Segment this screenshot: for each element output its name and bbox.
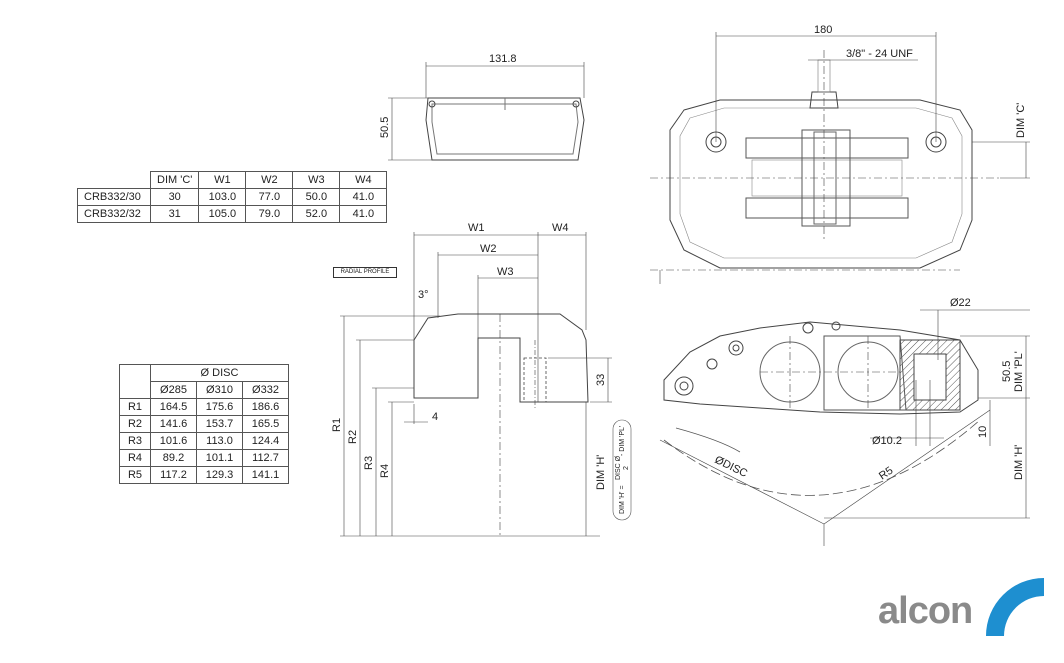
dim-c-label: DIM 'C' [1015, 103, 1027, 138]
angle-label: 3° [418, 289, 429, 301]
table-cell: 129.3 [196, 466, 243, 484]
table-row: R5 117.2 129.3 141.1 [119, 466, 289, 484]
table-cell: 105.0 [198, 205, 247, 223]
table-cell: 175.6 [196, 398, 243, 416]
dimensions-table: DIM 'C' W1 W2 W3 W4 CRB332/30 30 103.0 7… [77, 171, 388, 223]
table-cell: 101.1 [196, 449, 243, 467]
table-row: R3 101.6 113.0 124.4 [119, 432, 289, 450]
table-cell: 89.2 [150, 449, 197, 467]
table-header-cell: DIM 'C' [149, 171, 200, 189]
table-cell: 50.0 [292, 188, 341, 206]
table-header-row: Ø DISC [119, 364, 289, 399]
table-cell: 124.4 [242, 432, 289, 450]
brake-pad-view [388, 62, 585, 161]
caliper-top-view [650, 32, 1030, 284]
table-cell: CRB332/30 [77, 188, 151, 206]
side-dim-h-label: DIM 'H' [1013, 445, 1025, 480]
w2-label: W2 [480, 243, 497, 255]
r2-label: R2 [347, 430, 359, 444]
pad-width-label: 131.8 [489, 53, 517, 65]
table-header-cell: W3 [292, 171, 341, 189]
table-cell: 164.5 [150, 398, 197, 416]
bore-label: Ø22 [950, 297, 971, 309]
formula-left: DIM 'H' = [619, 485, 626, 514]
table-cell: CRB332/32 [77, 205, 151, 223]
table-cell: R1 [119, 398, 151, 416]
table-cell: R2 [119, 415, 151, 433]
dim-h-formula: DIM 'H' = DISC Ø 2 - DIM 'PL' [612, 419, 632, 521]
dim-h-label: DIM 'H' [595, 455, 607, 490]
table-row: CRB332/30 30 103.0 77.0 50.0 41.0 [77, 188, 388, 206]
dim-pl-label: DIM 'PL' [1013, 351, 1025, 392]
r5-label: R5 [877, 465, 895, 483]
table-row: R4 89.2 101.1 112.7 [119, 449, 289, 467]
table-cell: R5 [119, 466, 151, 484]
r3-label: R3 [363, 456, 375, 470]
pl-value-label: 50.5 [1001, 361, 1013, 382]
pad-height-label: 50.5 [379, 117, 391, 138]
table-header-cell [78, 172, 151, 189]
r1-label: R1 [331, 418, 343, 432]
table-cell: 77.0 [245, 188, 294, 206]
top-width-label: 180 [814, 24, 832, 36]
thread-label: 3/8" - 24 UNF [846, 48, 913, 60]
table-cell: 113.0 [196, 432, 243, 450]
alcon-logo: alcon [878, 578, 1046, 636]
table-cell: 41.0 [339, 205, 388, 223]
table-row: R2 141.6 153.7 165.5 [119, 415, 289, 433]
table-header-cell: Ø310 [196, 381, 243, 399]
table-cell: 30 [149, 188, 200, 206]
table-cell: 165.5 [242, 415, 289, 433]
disc-radius-table: Ø DISC Ø285 Ø310 Ø332 R1 164.5 175.6 186… [119, 364, 289, 484]
logo-text: alcon [878, 590, 973, 632]
table-cell: 141.1 [242, 466, 289, 484]
table-header-cell: Ø285 [150, 381, 197, 399]
table-cell: 153.7 [196, 415, 243, 433]
offset-label: 4 [432, 411, 438, 423]
disc-table-title: Ø DISC [150, 364, 289, 382]
w3-label: W3 [497, 266, 514, 278]
r4-label: R4 [379, 464, 391, 478]
table-cell: 79.0 [245, 205, 294, 223]
table-header-cell: Ø332 [242, 381, 289, 399]
table-cell: 52.0 [292, 205, 341, 223]
table-cell: R4 [119, 449, 151, 467]
table-cell: 141.6 [150, 415, 197, 433]
table-row: R1 164.5 175.6 186.6 [119, 398, 289, 416]
table-cell: 103.0 [198, 188, 247, 206]
table-row: CRB332/32 31 105.0 79.0 52.0 41.0 [77, 205, 388, 223]
height-33-label: 33 [595, 374, 607, 386]
radial-profile-view [340, 232, 612, 537]
table-header-cell: W1 [198, 171, 247, 189]
logo-arc-icon [986, 578, 1044, 636]
w1-label: W1 [468, 222, 485, 234]
table-cell: 41.0 [339, 188, 388, 206]
table-cell: R3 [119, 432, 151, 450]
caliper-side-view [659, 309, 1030, 546]
formula-numerator: DISC Ø [615, 455, 622, 480]
formula-denominator: 2 [623, 466, 630, 470]
formula-right: - DIM 'PL' [619, 426, 626, 456]
table-cell: 186.6 [242, 398, 289, 416]
table-corner-cell [119, 364, 151, 399]
table-header-cell: W2 [245, 171, 294, 189]
table-cell: 101.6 [150, 432, 197, 450]
radial-profile-tag: RADIAL PROFILE [333, 267, 397, 278]
ten-label: 10 [977, 426, 989, 438]
hole-label: Ø10.2 [872, 435, 902, 447]
table-cell: 112.7 [242, 449, 289, 467]
table-header-row: DIM 'C' W1 W2 W3 W4 [78, 171, 388, 189]
w4-label: W4 [552, 222, 569, 234]
table-cell: 117.2 [150, 466, 197, 484]
table-header-cell: W4 [339, 171, 388, 189]
table-cell: 31 [149, 205, 200, 223]
